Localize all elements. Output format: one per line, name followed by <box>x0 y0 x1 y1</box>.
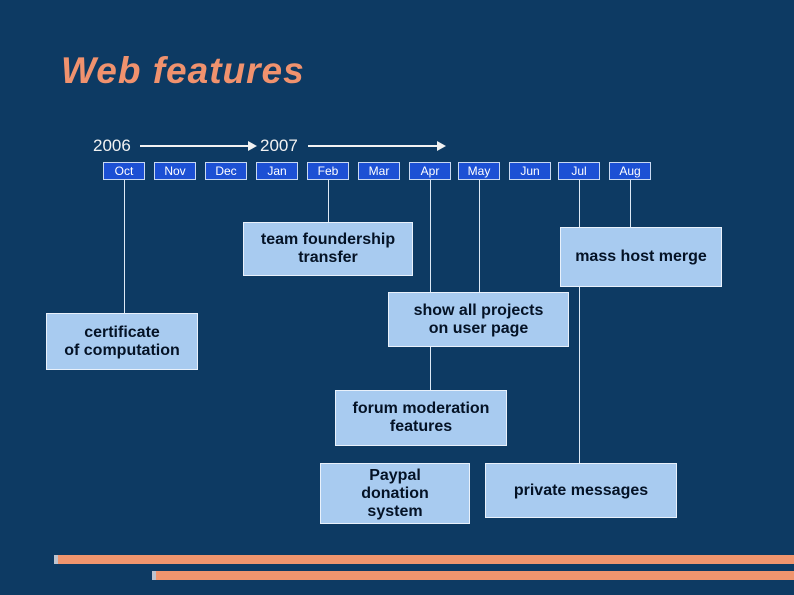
feature-box-mass-host-merge: mass host merge <box>560 227 722 287</box>
month-box-may: May <box>458 162 500 180</box>
month-box-apr: Apr <box>409 162 451 180</box>
connector-line-feb <box>328 180 329 222</box>
decor-bar-cap <box>54 555 58 564</box>
feature-label: certificate <box>84 323 160 341</box>
decor-bar-1 <box>54 555 794 564</box>
connector-line-may <box>479 180 480 292</box>
feature-label: features <box>389 418 453 435</box>
feature-label: of computation <box>64 341 180 359</box>
month-box-dec: Dec <box>205 162 247 180</box>
feature-label: donation <box>361 484 429 502</box>
connector-line-aug <box>630 180 631 227</box>
year-label-2007: 2007 <box>260 136 298 155</box>
feature-box-private-messages: private messages <box>485 463 677 518</box>
month-box-oct: Oct <box>103 162 145 180</box>
connector-line-jul <box>579 180 580 463</box>
feature-label: show all projects <box>413 301 544 319</box>
month-box-jun: Jun <box>509 162 551 180</box>
feature-label: private messages <box>513 481 649 499</box>
month-box-aug: Aug <box>609 162 651 180</box>
connector-line-apr <box>430 180 431 390</box>
timeline-arrowhead-icon <box>248 141 257 151</box>
month-box-feb: Feb <box>307 162 349 180</box>
feature-label: on user page <box>428 319 529 337</box>
connector-line-oct <box>124 180 125 313</box>
feature-label: forum moderation <box>352 400 490 417</box>
month-box-jan: Jan <box>256 162 298 180</box>
timeline-arrow-line <box>140 145 248 147</box>
month-box-mar: Mar <box>358 162 400 180</box>
year-label-2006: 2006 <box>93 136 131 155</box>
feature-label: Paypal <box>369 466 421 484</box>
feature-label: mass host merge <box>575 248 707 265</box>
month-box-jul: Jul <box>558 162 600 180</box>
feature-label: team foundership <box>260 231 396 248</box>
decor-bar-2 <box>152 571 794 580</box>
slide-title: Web features <box>61 50 305 91</box>
month-box-nov: Nov <box>154 162 196 180</box>
timeline-arrowhead-icon <box>437 141 446 151</box>
timeline-arrow-line <box>308 145 437 147</box>
feature-label: system <box>367 502 423 520</box>
feature-label: transfer <box>298 249 358 266</box>
decor-bar-cap <box>152 571 156 580</box>
